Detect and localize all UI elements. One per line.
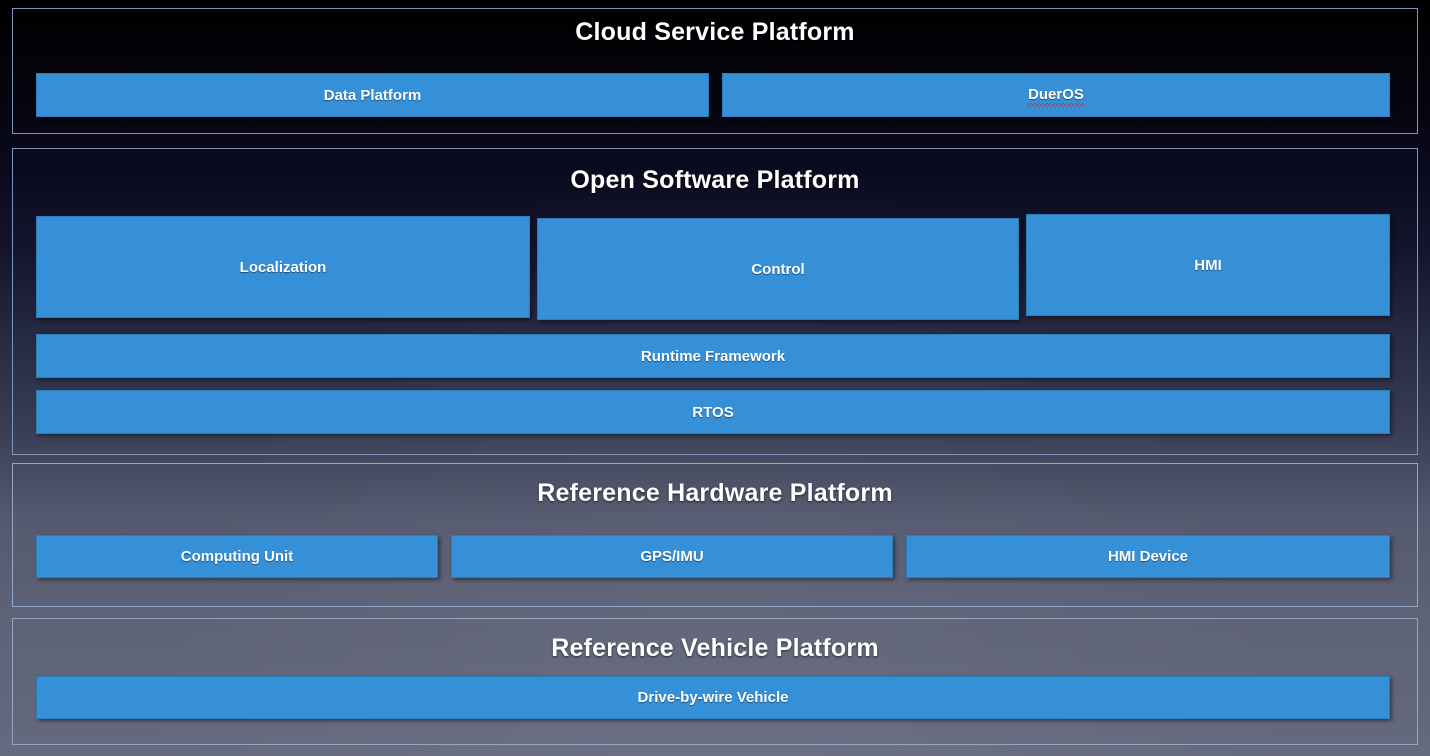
block-dueros[interactable]: DuerOS [722,73,1390,117]
block-hmi-device[interactable]: HMI Device [906,535,1390,578]
layer-panel-cloud-service-platform [12,8,1418,134]
layer-title-open-software-platform: Open Software Platform [570,166,860,194]
block-label-rtos: RTOS [692,403,734,421]
layer-title-cloud-service-platform: Cloud Service Platform [575,18,855,46]
block-label-localization: Localization [239,258,327,276]
block-control[interactable]: Control [537,218,1019,320]
block-hmi[interactable]: HMI [1026,214,1390,316]
block-drive-by-wire-vehicle[interactable]: Drive-by-wire Vehicle [36,676,1390,719]
layer-title-reference-vehicle-platform: Reference Vehicle Platform [551,634,879,662]
block-label-hmi: HMI [1194,256,1222,274]
block-computing-unit[interactable]: Computing Unit [36,535,438,578]
block-label-drive-by-wire-vehicle: Drive-by-wire Vehicle [637,689,789,706]
layer-panel-open-software-platform [12,148,1418,455]
block-data-platform[interactable]: Data Platform [36,73,709,117]
block-label-computing-unit: Computing Unit [180,548,294,565]
block-label-data-platform: Data Platform [323,86,422,104]
block-label-runtime-framework: Runtime Framework [640,347,786,365]
block-runtime-framework[interactable]: Runtime Framework [36,334,1390,378]
block-rtos[interactable]: RTOS [36,390,1390,434]
block-label-dueros: DuerOS [1027,85,1085,107]
block-label-hmi-device: HMI Device [1107,548,1189,565]
layer-panel-reference-vehicle-platform [12,618,1418,745]
block-gps-imu[interactable]: GPS/IMU [451,535,893,578]
block-localization[interactable]: Localization [36,216,530,318]
block-label-control: Control [751,260,805,278]
layer-panel-reference-hardware-platform [12,463,1418,607]
block-label-gps-imu: GPS/IMU [640,548,704,565]
layer-title-reference-hardware-platform: Reference Hardware Platform [537,479,893,507]
